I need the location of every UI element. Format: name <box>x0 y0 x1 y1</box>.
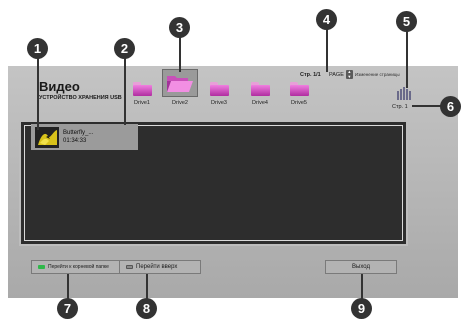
file-item[interactable]: Butterfly_... 01:34:33 <box>31 124 138 150</box>
callout-9-leader <box>361 274 363 304</box>
drive-label: Drive1 <box>134 100 150 106</box>
callout-7: 7 <box>57 298 78 319</box>
file-duration: 01:34:33 <box>63 138 87 144</box>
drive-label: Drive2 <box>172 100 188 106</box>
drive-2[interactable]: Drive2 <box>158 69 202 106</box>
callout-5: 5 <box>396 11 417 32</box>
video-thumbnail-icon <box>35 126 59 148</box>
folder-icon <box>209 82 229 96</box>
drive-selection-box <box>162 69 198 97</box>
exit-button[interactable]: Выход <box>325 260 397 274</box>
callout-7-leader <box>67 274 69 304</box>
callout-5-leader <box>406 30 408 88</box>
callout-4-leader <box>326 28 328 72</box>
callout-2: 2 <box>114 38 135 59</box>
page-up-down-icon: ▲▼ <box>345 69 353 79</box>
drive-4[interactable]: Drive4 <box>240 82 280 106</box>
drive-1[interactable]: Drive1 <box>122 82 162 106</box>
page-indicator: Стр. 1/1 <box>300 72 321 78</box>
page-bars-icon[interactable] <box>397 87 411 100</box>
drive-label: Drive5 <box>291 100 307 106</box>
folder-icon <box>250 82 270 96</box>
go-up-label: Перейти вверх <box>136 264 178 270</box>
green-button-icon <box>38 265 45 269</box>
callout-8-leader <box>146 274 148 304</box>
drive-label: Drive4 <box>252 100 268 106</box>
callout-3-leader <box>179 36 181 72</box>
callout-4: 4 <box>316 9 337 30</box>
exit-label: Выход <box>352 264 370 270</box>
device-subtitle: УСТРОЙСТВО ХРАНЕНИЯ USB <box>39 95 122 101</box>
go-to-root-label: Перейти к корневой папке <box>48 264 109 270</box>
callout-8: 8 <box>136 298 157 319</box>
drive-label: Drive3 <box>211 100 227 106</box>
callout-6-leader <box>412 105 448 107</box>
folder-icon <box>132 82 152 96</box>
drive-3[interactable]: Drive3 <box>199 82 239 106</box>
page-key-hint: PAGE ▲▼ Изменение страницы <box>329 69 400 79</box>
page-title: Видео <box>39 79 80 94</box>
callout-1: 1 <box>27 38 48 59</box>
folder-icon <box>289 82 309 96</box>
callout-1-leader <box>37 47 39 130</box>
page-change-hint: Изменение страницы <box>354 72 400 77</box>
callout-6: 6 <box>440 96 461 117</box>
drive-5[interactable]: Drive5 <box>279 82 319 106</box>
callout-3: 3 <box>169 17 190 38</box>
go-up-button[interactable]: Перейти вверх <box>119 260 201 274</box>
page-label: Стр. 1 <box>392 104 408 110</box>
up-button-icon <box>126 265 133 269</box>
file-name: Butterfly_... <box>63 130 94 136</box>
page-key-label: PAGE <box>329 71 344 78</box>
file-list-inner-border <box>24 125 403 241</box>
callout-2-leader <box>124 47 126 125</box>
go-to-root-button[interactable]: Перейти к корневой папке <box>31 260 142 274</box>
callout-9: 9 <box>351 298 372 319</box>
open-folder-icon <box>167 76 193 92</box>
